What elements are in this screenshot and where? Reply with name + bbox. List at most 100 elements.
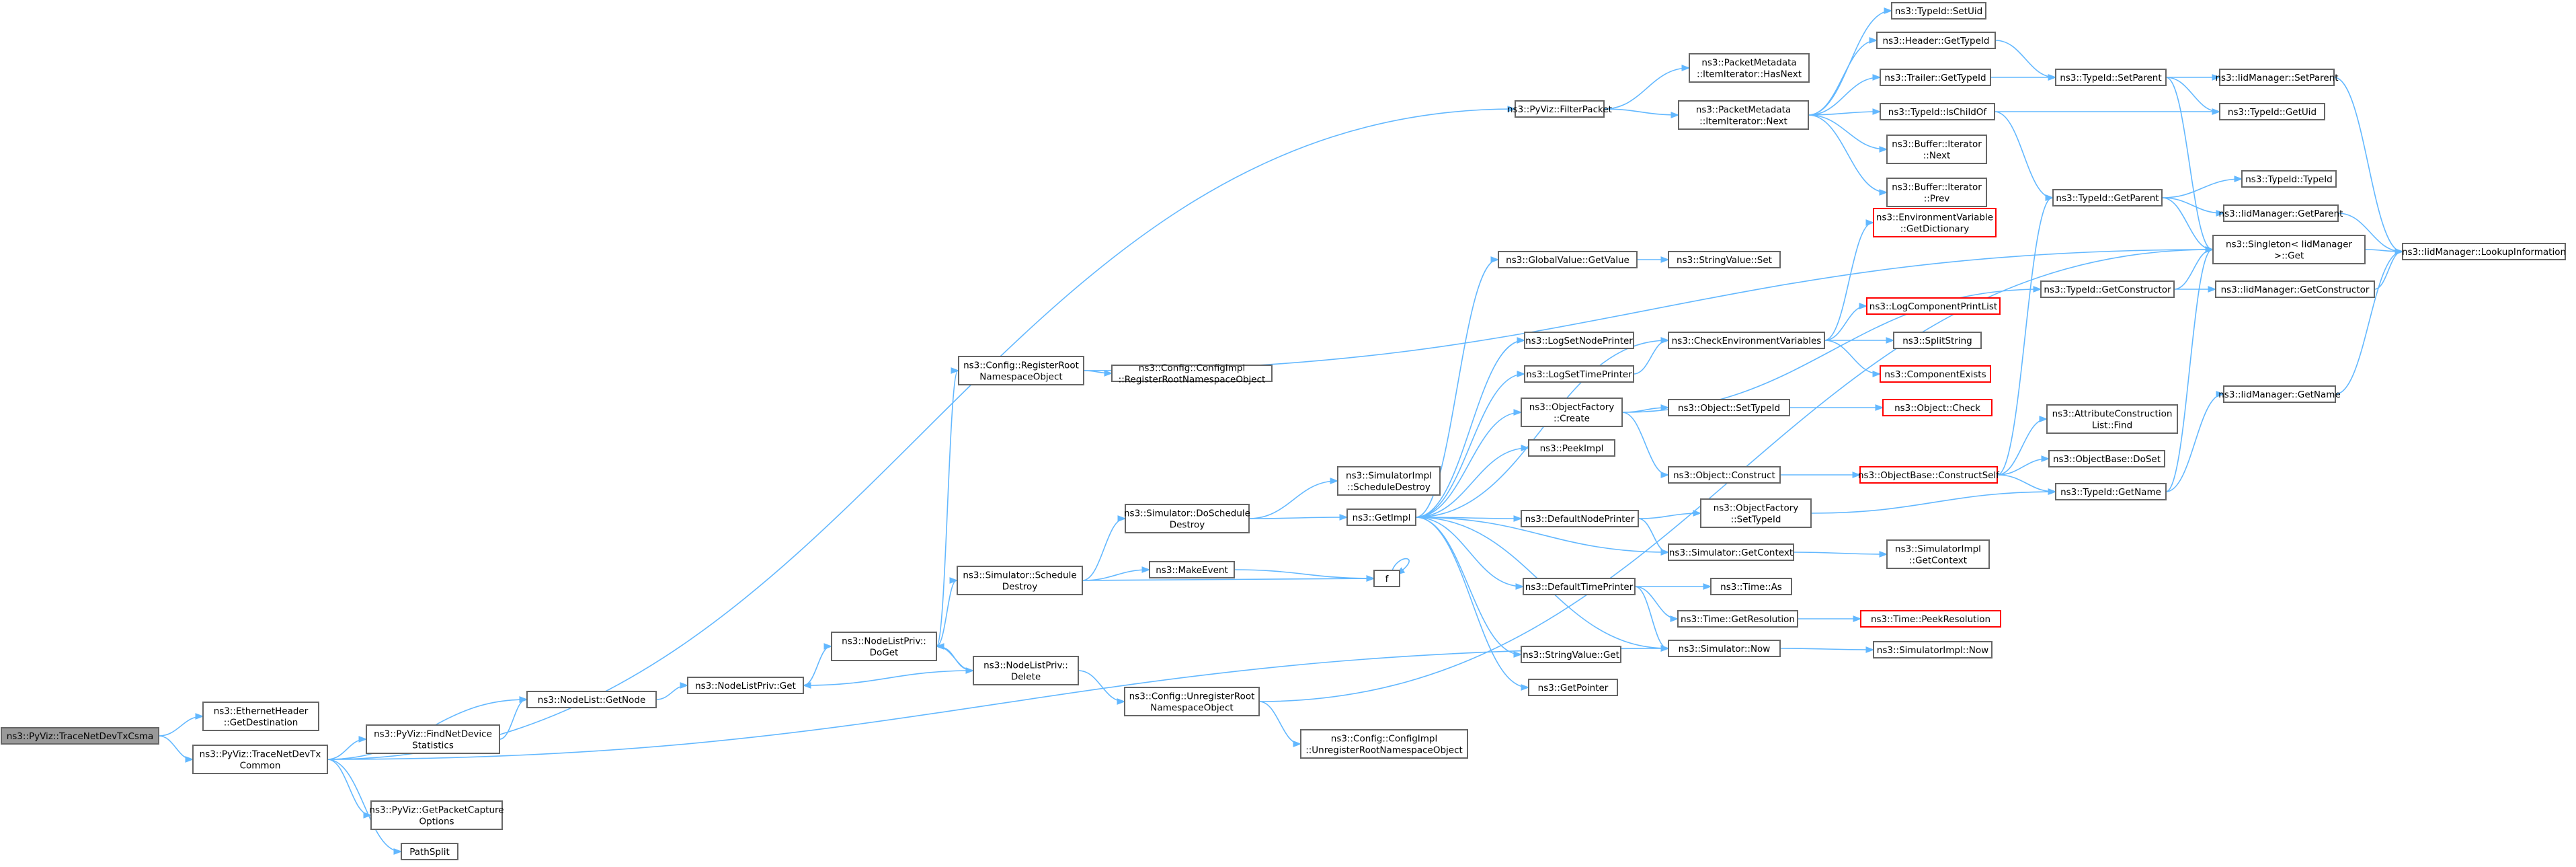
graph-node-ns3-logsettimeprinter[interactable]: ns3::LogSetTimePrinter <box>1524 365 1634 383</box>
graph-node-ns3-typeid-getparent[interactable]: ns3::TypeId::GetParent <box>2052 189 2163 206</box>
graph-node-ns3-objectfactory-create[interactable]: ns3::ObjectFactory::Create <box>1521 398 1623 427</box>
edge-arrowhead <box>1330 478 1339 484</box>
graph-node-ns3-iidmanager-getparent[interactable]: ns3::IidManager::GetParent <box>2219 204 2343 222</box>
graph-node-ns3-iidmanager-lookupinformation[interactable]: ns3::IidManager::LookupInformation <box>2402 243 2566 260</box>
edge-arrowhead <box>1853 615 1862 622</box>
graph-node-ns3-globalvalue-getvalue[interactable]: ns3::GlobalValue::GetValue <box>1498 251 1638 268</box>
graph-node-ns3-time-getresolution[interactable]: ns3::Time::GetResolution <box>1677 610 1798 628</box>
graph-node-ns3-config-configimpl-registerrootnamespaceobject[interactable]: ns3::Config::ConfigImpl::RegisterRootNam… <box>1111 363 1273 385</box>
graph-node-ns3-getimpl[interactable]: ns3::GetImpl <box>1346 508 1416 526</box>
node-box <box>1124 687 1260 716</box>
graph-node-ns3-objectfactory-settypeid[interactable]: ns3::ObjectFactory::SetTypeId <box>1700 498 1812 528</box>
graph-node-pathsplit[interactable]: PathSplit <box>401 843 458 860</box>
node-box <box>1668 640 1781 657</box>
graph-node-ns3-iidmanager-getconstructor[interactable]: ns3::IidManager::GetConstructor <box>2215 280 2375 298</box>
graph-node-ns3-simulatorimpl-now[interactable]: ns3::SimulatorImpl::Now <box>1873 641 1993 658</box>
call-edge-n37-to-n45 <box>1415 517 1523 658</box>
node-label: ns3::Time::GetResolution <box>1681 614 1795 625</box>
graph-node-ns3-checkenvironmentvariables[interactable]: ns3::CheckEnvironmentVariables <box>1668 332 1825 349</box>
graph-node-ns3-simulator-schedule-destroy[interactable]: ns3::Simulator::ScheduleDestroy <box>957 566 1083 595</box>
graph-node-ns3-objectbase-constructself[interactable]: ns3::ObjectBase::ConstructSelf <box>1858 466 2000 484</box>
graph-node-ns3-object-construct[interactable]: ns3::Object::Construct <box>1668 466 1781 484</box>
graph-node-ns3-buffer-iterator-next[interactable]: ns3::Buffer::Iterator::Next <box>1886 135 1987 164</box>
graph-node-ns3-pyviz-tracenetdevtxcsma[interactable]: ns3::PyViz::TraceNetDevTxCsma <box>1 727 159 745</box>
edge-arrowhead <box>2033 286 2042 293</box>
graph-node-ns3-logsetnodeprinter[interactable]: ns3::LogSetNodePrinter <box>1524 332 1634 349</box>
graph-node-ns3-singleton-iidmanager-get[interactable]: ns3::Singleton< IidManager>::Get <box>2212 235 2366 264</box>
graph-node-ns3-typeid-setuid[interactable]: ns3::TypeId::SetUid <box>1891 2 1986 20</box>
graph-node-ns3-object-check[interactable]: ns3::Object::Check <box>1882 399 1993 416</box>
graph-node-ns3-ethernetheader-getdestination[interactable]: ns3::EthernetHeader::GetDestination <box>202 702 319 731</box>
graph-node-ns3-simulatorimpl-getcontext[interactable]: ns3::SimulatorImpl::GetContext <box>1886 539 1990 569</box>
graph-node-ns3-stringvalue-get[interactable]: ns3::StringValue::Get <box>1521 646 1621 663</box>
graph-node-ns3-object-settypeid[interactable]: ns3::Object::SetTypeId <box>1668 399 1790 416</box>
graph-node-ns3-simulator-now[interactable]: ns3::Simulator::Now <box>1668 640 1781 657</box>
graph-node-ns3-nodelistpriv-get[interactable]: ns3::NodeListPriv::Get <box>687 677 804 694</box>
graph-node-ns3-iidmanager-setparent[interactable]: ns3::IidManager::SetParent <box>2216 69 2339 86</box>
graph-node-ns3-config-unregisterroot-namespaceobject[interactable]: ns3::Config::UnregisterRootNamespaceObje… <box>1124 687 1260 716</box>
graph-node-ns3-packetmetadata-itemiterator-next[interactable]: ns3::PacketMetadata::ItemIterator::Next <box>1678 100 1809 130</box>
edge-arrowhead <box>1521 684 1530 691</box>
graph-node-ns3-trailer-gettypeid[interactable]: ns3::Trailer::GetTypeId <box>1880 69 1991 86</box>
edge-arrowhead <box>680 682 689 689</box>
call-edge-n58-to-n59 <box>1793 551 1888 558</box>
graph-node-ns3-time-as[interactable]: ns3::Time::As <box>1710 578 1792 595</box>
graph-node-ns3-typeid-getname[interactable]: ns3::TypeId::GetName <box>2055 483 2167 500</box>
graph-node-ns3-header-gettypeid[interactable]: ns3::Header::GetTypeId <box>1876 32 1996 49</box>
node-box <box>1873 208 1997 237</box>
graph-node-ns3-peekimpl[interactable]: ns3::PeekImpl <box>1528 439 1615 457</box>
graph-node-ns3-config-registerroot-namespaceobject[interactable]: ns3::Config::RegisterRootNamespaceObject <box>958 356 1084 385</box>
node-box <box>1668 466 1781 484</box>
graph-node-ns3-simulatorimpl-scheduledestroy[interactable]: ns3::SimulatorImpl::ScheduleDestroy <box>1337 466 1441 496</box>
node-box <box>1111 365 1273 382</box>
node-label: ns3::PyViz::TraceNetDevTxCsma <box>7 731 154 742</box>
graph-node-ns3-logcomponentprintlist[interactable]: ns3::LogComponentPrintList <box>1866 297 2001 315</box>
graph-node-ns3-pyviz-filterpacket[interactable]: ns3::PyViz::FilterPacket <box>1507 100 1612 118</box>
graph-node-ns3-makeevent[interactable]: ns3::MakeEvent <box>1149 561 1235 578</box>
edge-arrowhead <box>1660 337 1670 344</box>
edge-arrowhead <box>393 848 403 855</box>
graph-node-ns3-getpointer[interactable]: ns3::GetPointer <box>1528 679 1618 696</box>
graph-node-ns3-nodelist-getnode[interactable]: ns3::NodeList::GetNode <box>526 691 657 708</box>
edge-arrowhead <box>1670 615 1679 622</box>
node-box <box>973 656 1079 685</box>
edge-arrowhead <box>1517 337 1526 344</box>
call-edge-n28-to-n30 <box>1082 515 1127 581</box>
edge-arrowhead <box>1517 371 1526 377</box>
graph-node-ns3-iidmanager-getname[interactable]: ns3::IidManager::GetName <box>2218 385 2341 403</box>
graph-node-ns3-componentexists[interactable]: ns3::ComponentExists <box>1880 365 1991 383</box>
node-box <box>1528 679 1618 696</box>
graph-node-ns3-splitstring[interactable]: ns3::SplitString <box>1893 332 1982 349</box>
graph-node-ns3-typeid-ischildof[interactable]: ns3::TypeId::IsChildOf <box>1880 103 1995 120</box>
graph-node-ns3-objectbase-doset[interactable]: ns3::ObjectBase::DoSet <box>2048 450 2165 467</box>
graph-node-ns3-stringvalue-set[interactable]: ns3::StringValue::Set <box>1668 251 1781 268</box>
graph-node-ns3-nodelistpriv-delete[interactable]: ns3::NodeListPriv::Delete <box>973 656 1079 685</box>
graph-node-ns3-buffer-iterator-prev[interactable]: ns3::Buffer::Iterator::Prev <box>1886 178 1987 207</box>
node-label: ns3::Buffer::Iterator <box>1892 139 1982 150</box>
graph-node-ns3-environmentvariable-getdictionary[interactable]: ns3::EnvironmentVariable::GetDictionary <box>1873 208 1997 237</box>
node-label: ns3::LogSetNodePrinter <box>1525 336 1633 346</box>
graph-node-ns3-typeid-getuid[interactable]: ns3::TypeId::GetUid <box>2219 103 2325 120</box>
graph-node-ns3-typeid-getconstructor[interactable]: ns3::TypeId::GetConstructor <box>2040 280 2175 298</box>
graph-node-ns3-time-peekresolution[interactable]: ns3::Time::PeekResolution <box>1860 610 2001 628</box>
graph-node-ns3-defaultnodeprinter[interactable]: ns3::DefaultNodePrinter <box>1521 510 1639 527</box>
graph-node-ns3-config-configimpl-unregisterrootnamespaceobject[interactable]: ns3::Config::ConfigImpl::UnregisterRootN… <box>1300 729 1468 759</box>
edge-arrowhead <box>2212 74 2221 81</box>
call-edge-n0-to-n2 <box>158 735 194 763</box>
graph-node-ns3-nodelistpriv-doget[interactable]: ns3::NodeListPriv::DoGet <box>831 632 937 661</box>
graph-node-f[interactable]: f <box>1373 570 1400 587</box>
node-label: ns3::PyViz::FilterPacket <box>1507 104 1612 115</box>
graph-node-ns3-packetmetadata-itemiterator-hasnext[interactable]: ns3::PacketMetadata::ItemIterator::HasNe… <box>1689 53 1810 83</box>
node-box <box>1880 69 1991 86</box>
graph-node-ns3-typeid-typeid[interactable]: ns3::TypeId::TypeId <box>2241 170 2337 188</box>
edge-arrowhead <box>1693 510 1702 517</box>
graph-node-ns3-defaulttimeprinter[interactable]: ns3::DefaultTimePrinter <box>1523 578 1636 595</box>
graph-node-ns3-simulator-getcontext[interactable]: ns3::Simulator::GetContext <box>1668 543 1794 561</box>
graph-node-ns3-typeid-setparent[interactable]: ns3::TypeId::SetParent <box>2055 69 2167 86</box>
